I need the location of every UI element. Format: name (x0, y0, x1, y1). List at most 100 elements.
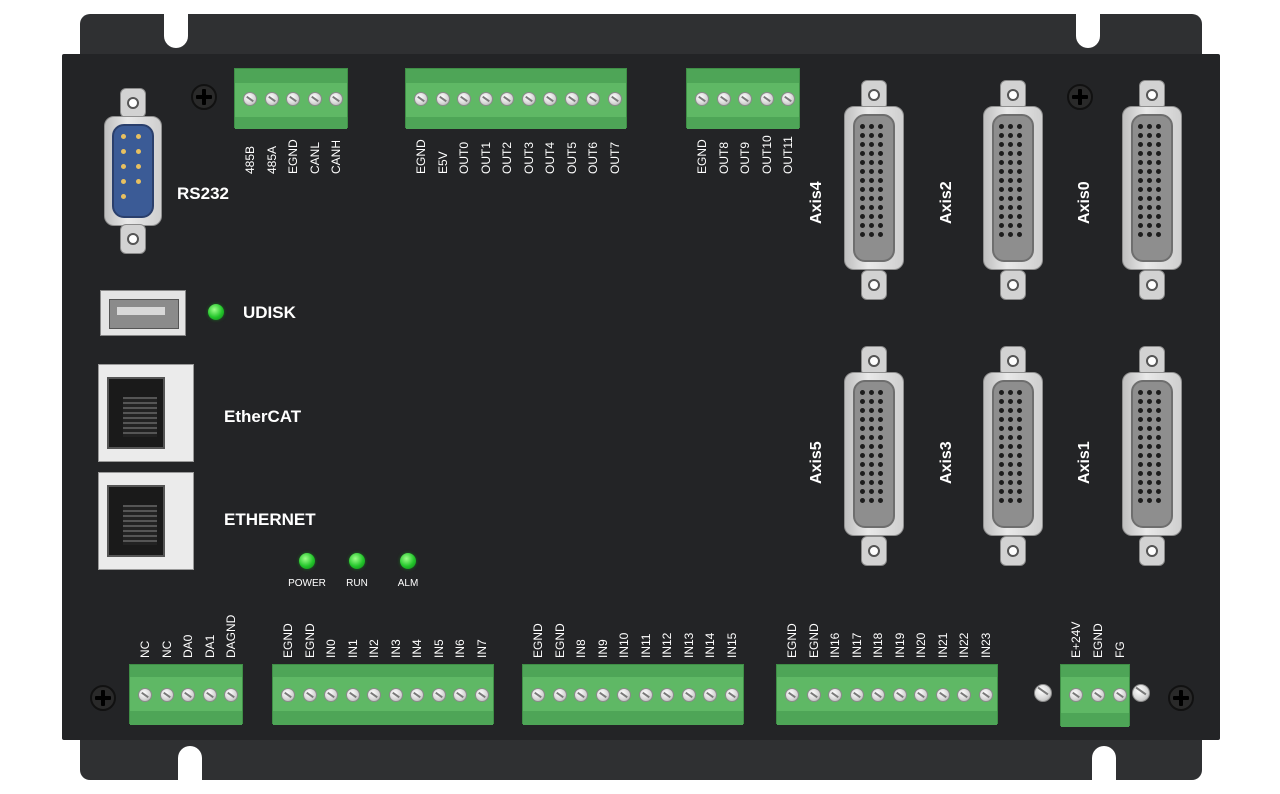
terminal-screw[interactable] (281, 688, 295, 702)
ethernet-port[interactable] (98, 472, 194, 570)
rs232-face (112, 124, 154, 218)
terminal-screw[interactable] (431, 688, 446, 702)
terminal-screw[interactable] (638, 688, 653, 702)
terminal-screw[interactable] (1132, 684, 1150, 702)
terminal-label: IN4 (410, 639, 424, 658)
terminal-screw[interactable] (474, 688, 489, 702)
terminal-screw[interactable] (781, 92, 795, 106)
terminal-strip (235, 69, 347, 83)
bottom-mounting-flange (80, 734, 1202, 780)
terminal-label: IN21 (935, 632, 950, 658)
terminal-label: IN12 (660, 632, 674, 658)
terminal-screw[interactable] (806, 688, 821, 702)
udisk-label: UDISK (243, 303, 296, 322)
terminal-screw[interactable] (329, 92, 343, 106)
terminal-label: IN13 (681, 632, 696, 658)
terminal-screw[interactable] (849, 688, 864, 702)
terminal-screw[interactable] (138, 688, 152, 702)
terminal-screw[interactable] (957, 688, 971, 702)
terminal-screw[interactable] (607, 92, 622, 106)
terminal-label: IN8 (574, 639, 588, 658)
terminal-screw[interactable] (243, 92, 257, 106)
terminal-label: DA0 (181, 634, 195, 658)
terminal-screw[interactable] (681, 688, 696, 702)
terminal-screw[interactable] (453, 688, 467, 702)
terminal-label: IN11 (638, 633, 653, 658)
terminal-label: IN5 (431, 639, 446, 658)
terminal-label: DA1 (202, 634, 217, 658)
terminal-screw[interactable] (302, 688, 317, 702)
terminal-label: EGND (695, 139, 709, 174)
ethercat-port[interactable] (98, 364, 194, 462)
terminal-label: NC (138, 640, 152, 658)
terminal-label: IN20 (914, 632, 928, 658)
connector-nut (861, 346, 887, 376)
terminal-screw[interactable] (286, 92, 300, 106)
terminal-screw[interactable] (785, 688, 799, 702)
terminal-screw[interactable] (617, 688, 631, 702)
terminal-screw[interactable] (935, 688, 950, 702)
terminal-screw[interactable] (564, 92, 579, 106)
terminal-screw[interactable] (703, 688, 717, 702)
connector-nut (1000, 270, 1026, 300)
terminal-label: IN9 (595, 639, 610, 658)
terminal-screw[interactable] (181, 688, 195, 702)
terminal-label: IN18 (871, 632, 885, 658)
terminal-screw[interactable] (574, 688, 588, 702)
terminal-screw[interactable] (595, 688, 610, 702)
connector-face (992, 114, 1034, 262)
terminal-screw[interactable] (264, 92, 279, 106)
terminal-strip (1061, 713, 1129, 727)
terminal-label: EGND (414, 139, 428, 174)
connector-pins (999, 124, 1022, 237)
terminal-screw[interactable] (552, 688, 567, 702)
terminal-screw[interactable] (159, 688, 174, 702)
terminal-strip (777, 665, 997, 677)
terminal-screw[interactable] (660, 688, 674, 702)
terminal-screw[interactable] (716, 92, 731, 106)
terminal-label: IN14 (703, 632, 717, 658)
terminal-screw[interactable] (1069, 688, 1083, 702)
terminal-screw[interactable] (202, 688, 217, 702)
terminal-screw[interactable] (759, 92, 774, 106)
terminal-screw[interactable] (500, 92, 514, 106)
terminal-screw[interactable] (345, 688, 360, 702)
terminal-screw[interactable] (828, 688, 842, 702)
terminal-screw[interactable] (531, 688, 545, 702)
terminal-label: IN16 (828, 632, 842, 658)
terminal-label: OUT10 (759, 135, 774, 174)
terminal-strip (130, 711, 242, 725)
terminal-screw[interactable] (435, 92, 450, 106)
terminal-screw[interactable] (224, 688, 238, 702)
terminal-screw[interactable] (1091, 688, 1105, 702)
terminal-label: IN10 (617, 632, 631, 658)
terminal-screw[interactable] (892, 688, 907, 702)
ethercat-label: EtherCAT (224, 407, 302, 426)
terminal-screw[interactable] (978, 688, 993, 702)
terminal-label: IN19 (892, 632, 907, 658)
terminal-screw[interactable] (1113, 688, 1127, 702)
terminal-screw[interactable] (724, 688, 739, 702)
terminal-label: IN0 (324, 639, 338, 658)
terminal-screw[interactable] (586, 92, 600, 106)
terminal-screw[interactable] (695, 92, 709, 106)
terminal-screw[interactable] (543, 92, 557, 106)
terminal-screw[interactable] (738, 92, 752, 106)
terminal-screw[interactable] (414, 92, 428, 106)
terminal-strip (523, 665, 743, 677)
terminal-screw[interactable] (871, 688, 885, 702)
terminal-screw[interactable] (478, 92, 493, 106)
terminal-screw[interactable] (521, 92, 536, 106)
terminal-label: IN3 (388, 639, 403, 658)
terminal-screw[interactable] (914, 688, 928, 702)
terminal-screw[interactable] (307, 92, 322, 106)
terminal-screw[interactable] (410, 688, 424, 702)
terminal-screw[interactable] (1034, 684, 1052, 702)
terminal-screw[interactable] (457, 92, 471, 106)
terminal-label: OUT6 (586, 141, 600, 174)
terminal-screw[interactable] (367, 688, 381, 702)
terminal-strip (1061, 665, 1129, 677)
terminal-screw[interactable] (324, 688, 338, 702)
terminal-screw[interactable] (388, 688, 403, 702)
usb-port[interactable] (100, 290, 186, 336)
